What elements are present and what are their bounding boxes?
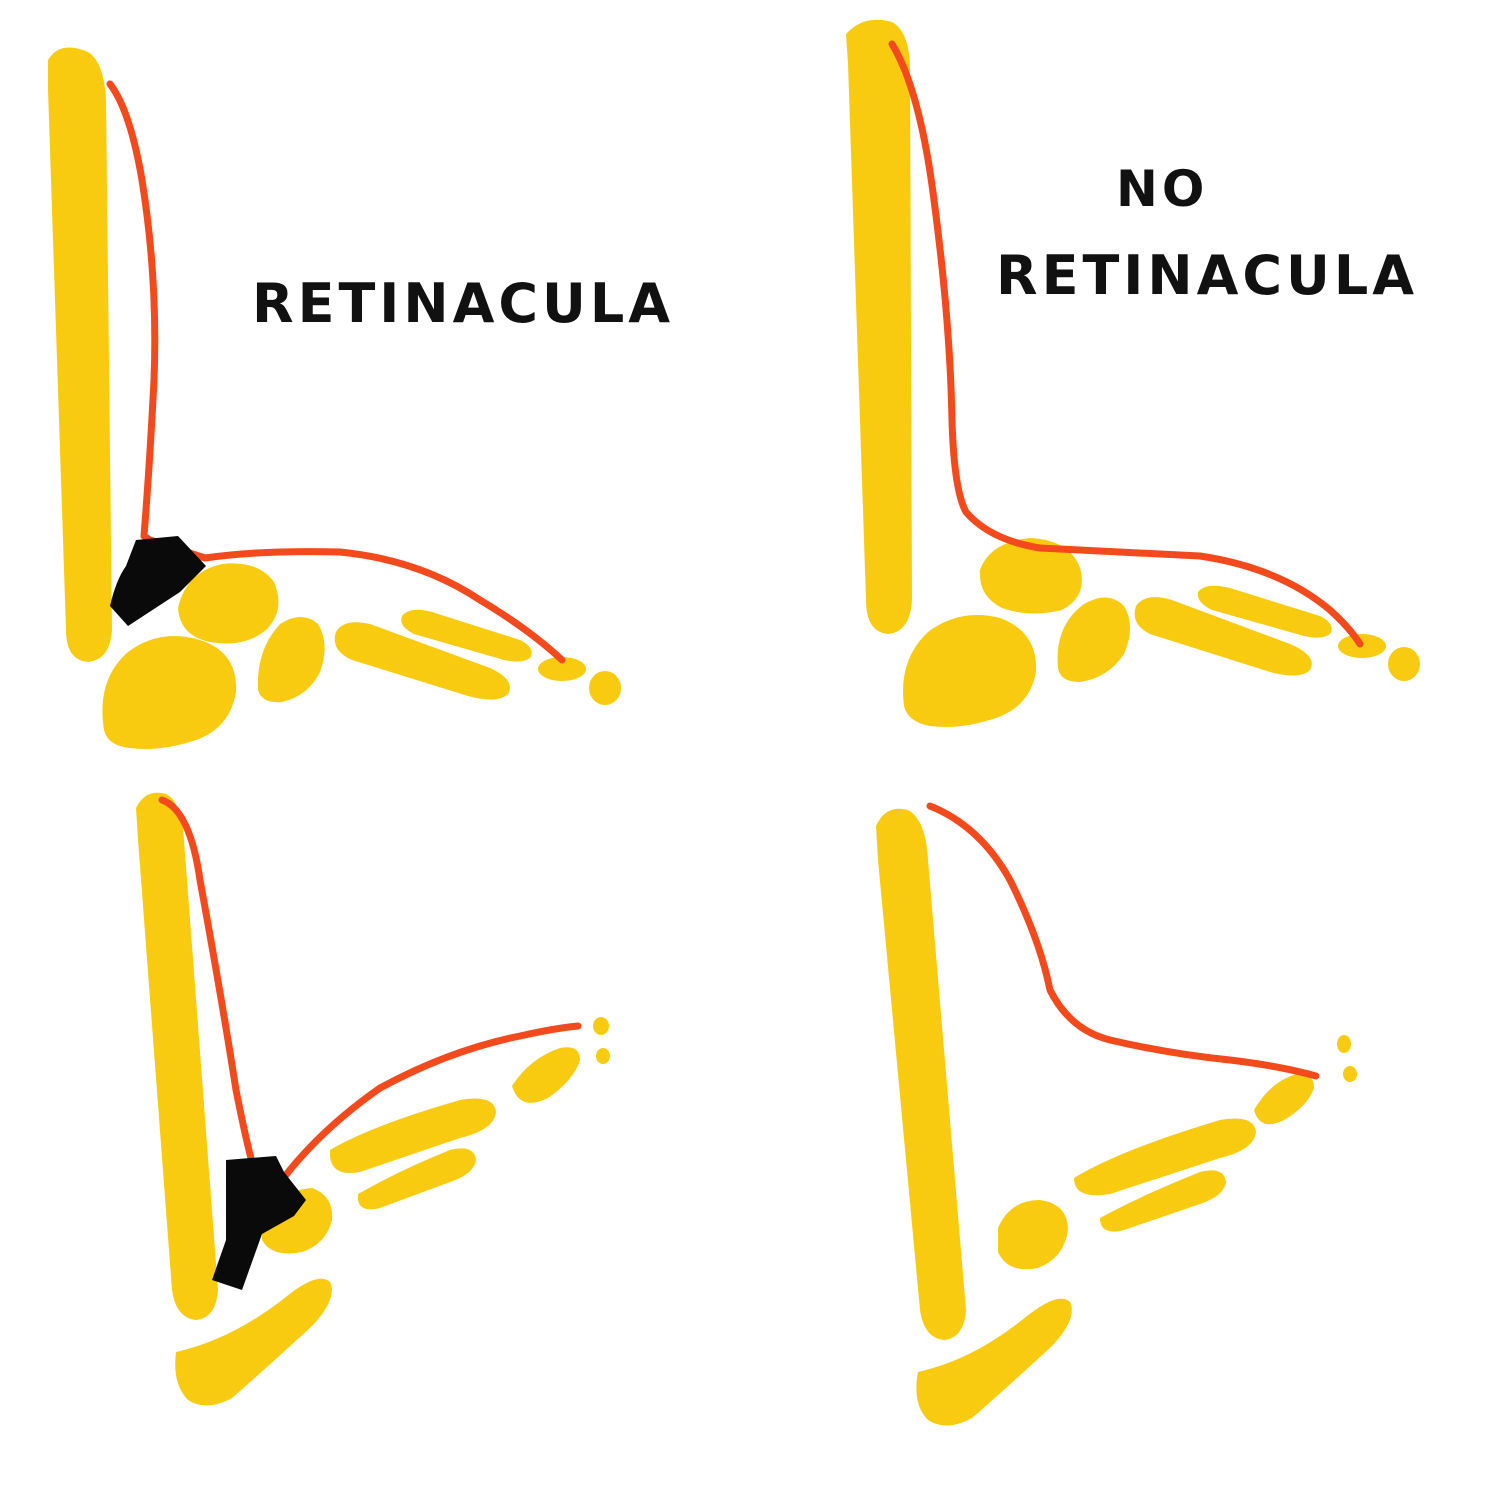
talus-bone bbox=[178, 563, 279, 644]
panel-top-right: NO RETINACULA bbox=[846, 19, 1420, 727]
metatarsal-bone-1 bbox=[1074, 1118, 1256, 1196]
metatarsal-bone-2 bbox=[1100, 1170, 1226, 1232]
retinaculum-band bbox=[110, 536, 206, 626]
tendon bbox=[888, 40, 1364, 648]
metatarsal-bone-1 bbox=[1134, 597, 1312, 676]
panel-top-left: RETINACULA bbox=[48, 47, 674, 749]
calcaneus-bone bbox=[102, 636, 237, 749]
metatarsal-bone-1 bbox=[329, 1098, 496, 1174]
tibia-bone bbox=[876, 808, 966, 1340]
navicular-bone bbox=[257, 617, 325, 703]
metatarsal-bone-1 bbox=[334, 622, 510, 700]
panel-label-retinacula: RETINACULA bbox=[996, 244, 1418, 307]
toe-tip-bone-1 bbox=[1388, 647, 1420, 681]
metatarsal-bone-2 bbox=[357, 1148, 476, 1210]
tibia-bone bbox=[136, 792, 218, 1320]
toe-tip-bone-1 bbox=[593, 1017, 609, 1035]
tendon bbox=[926, 802, 1320, 1080]
phalanx-bone-1 bbox=[512, 1047, 580, 1103]
metatarsal-bone-2 bbox=[1197, 585, 1332, 638]
tibia-bone bbox=[846, 19, 912, 634]
tibia-bone bbox=[48, 47, 112, 662]
foot-bones bbox=[48, 47, 621, 749]
tendon bbox=[158, 796, 582, 1184]
panel-label-no: NO bbox=[1116, 160, 1208, 218]
foot-bones bbox=[876, 808, 1357, 1426]
toe-tip-bone-2 bbox=[596, 1048, 610, 1064]
calcaneus-bone bbox=[903, 615, 1037, 727]
panel-bottom-right bbox=[876, 802, 1357, 1426]
talus-bone bbox=[998, 1200, 1068, 1270]
foot-bones bbox=[846, 19, 1420, 727]
calcaneus-bone bbox=[916, 1298, 1072, 1426]
metatarsal-bone-2 bbox=[401, 609, 532, 662]
tendon bbox=[106, 80, 566, 664]
toe-tip-bone-2 bbox=[1343, 1066, 1357, 1082]
retinaculum-band bbox=[212, 1156, 306, 1290]
phalanx-bone-1 bbox=[1254, 1073, 1314, 1125]
navicular-bone bbox=[1057, 597, 1130, 682]
calcaneus-bone bbox=[175, 1278, 332, 1406]
panel-label-retinacula: RETINACULA bbox=[252, 272, 674, 335]
toe-tip-bone-1 bbox=[1337, 1035, 1351, 1053]
toe-tip-bone-1 bbox=[589, 671, 621, 705]
talus-bone bbox=[979, 538, 1082, 614]
foot-bones bbox=[136, 792, 610, 1406]
panel-bottom-left bbox=[136, 792, 610, 1406]
phalanx-bone-1 bbox=[538, 657, 586, 681]
